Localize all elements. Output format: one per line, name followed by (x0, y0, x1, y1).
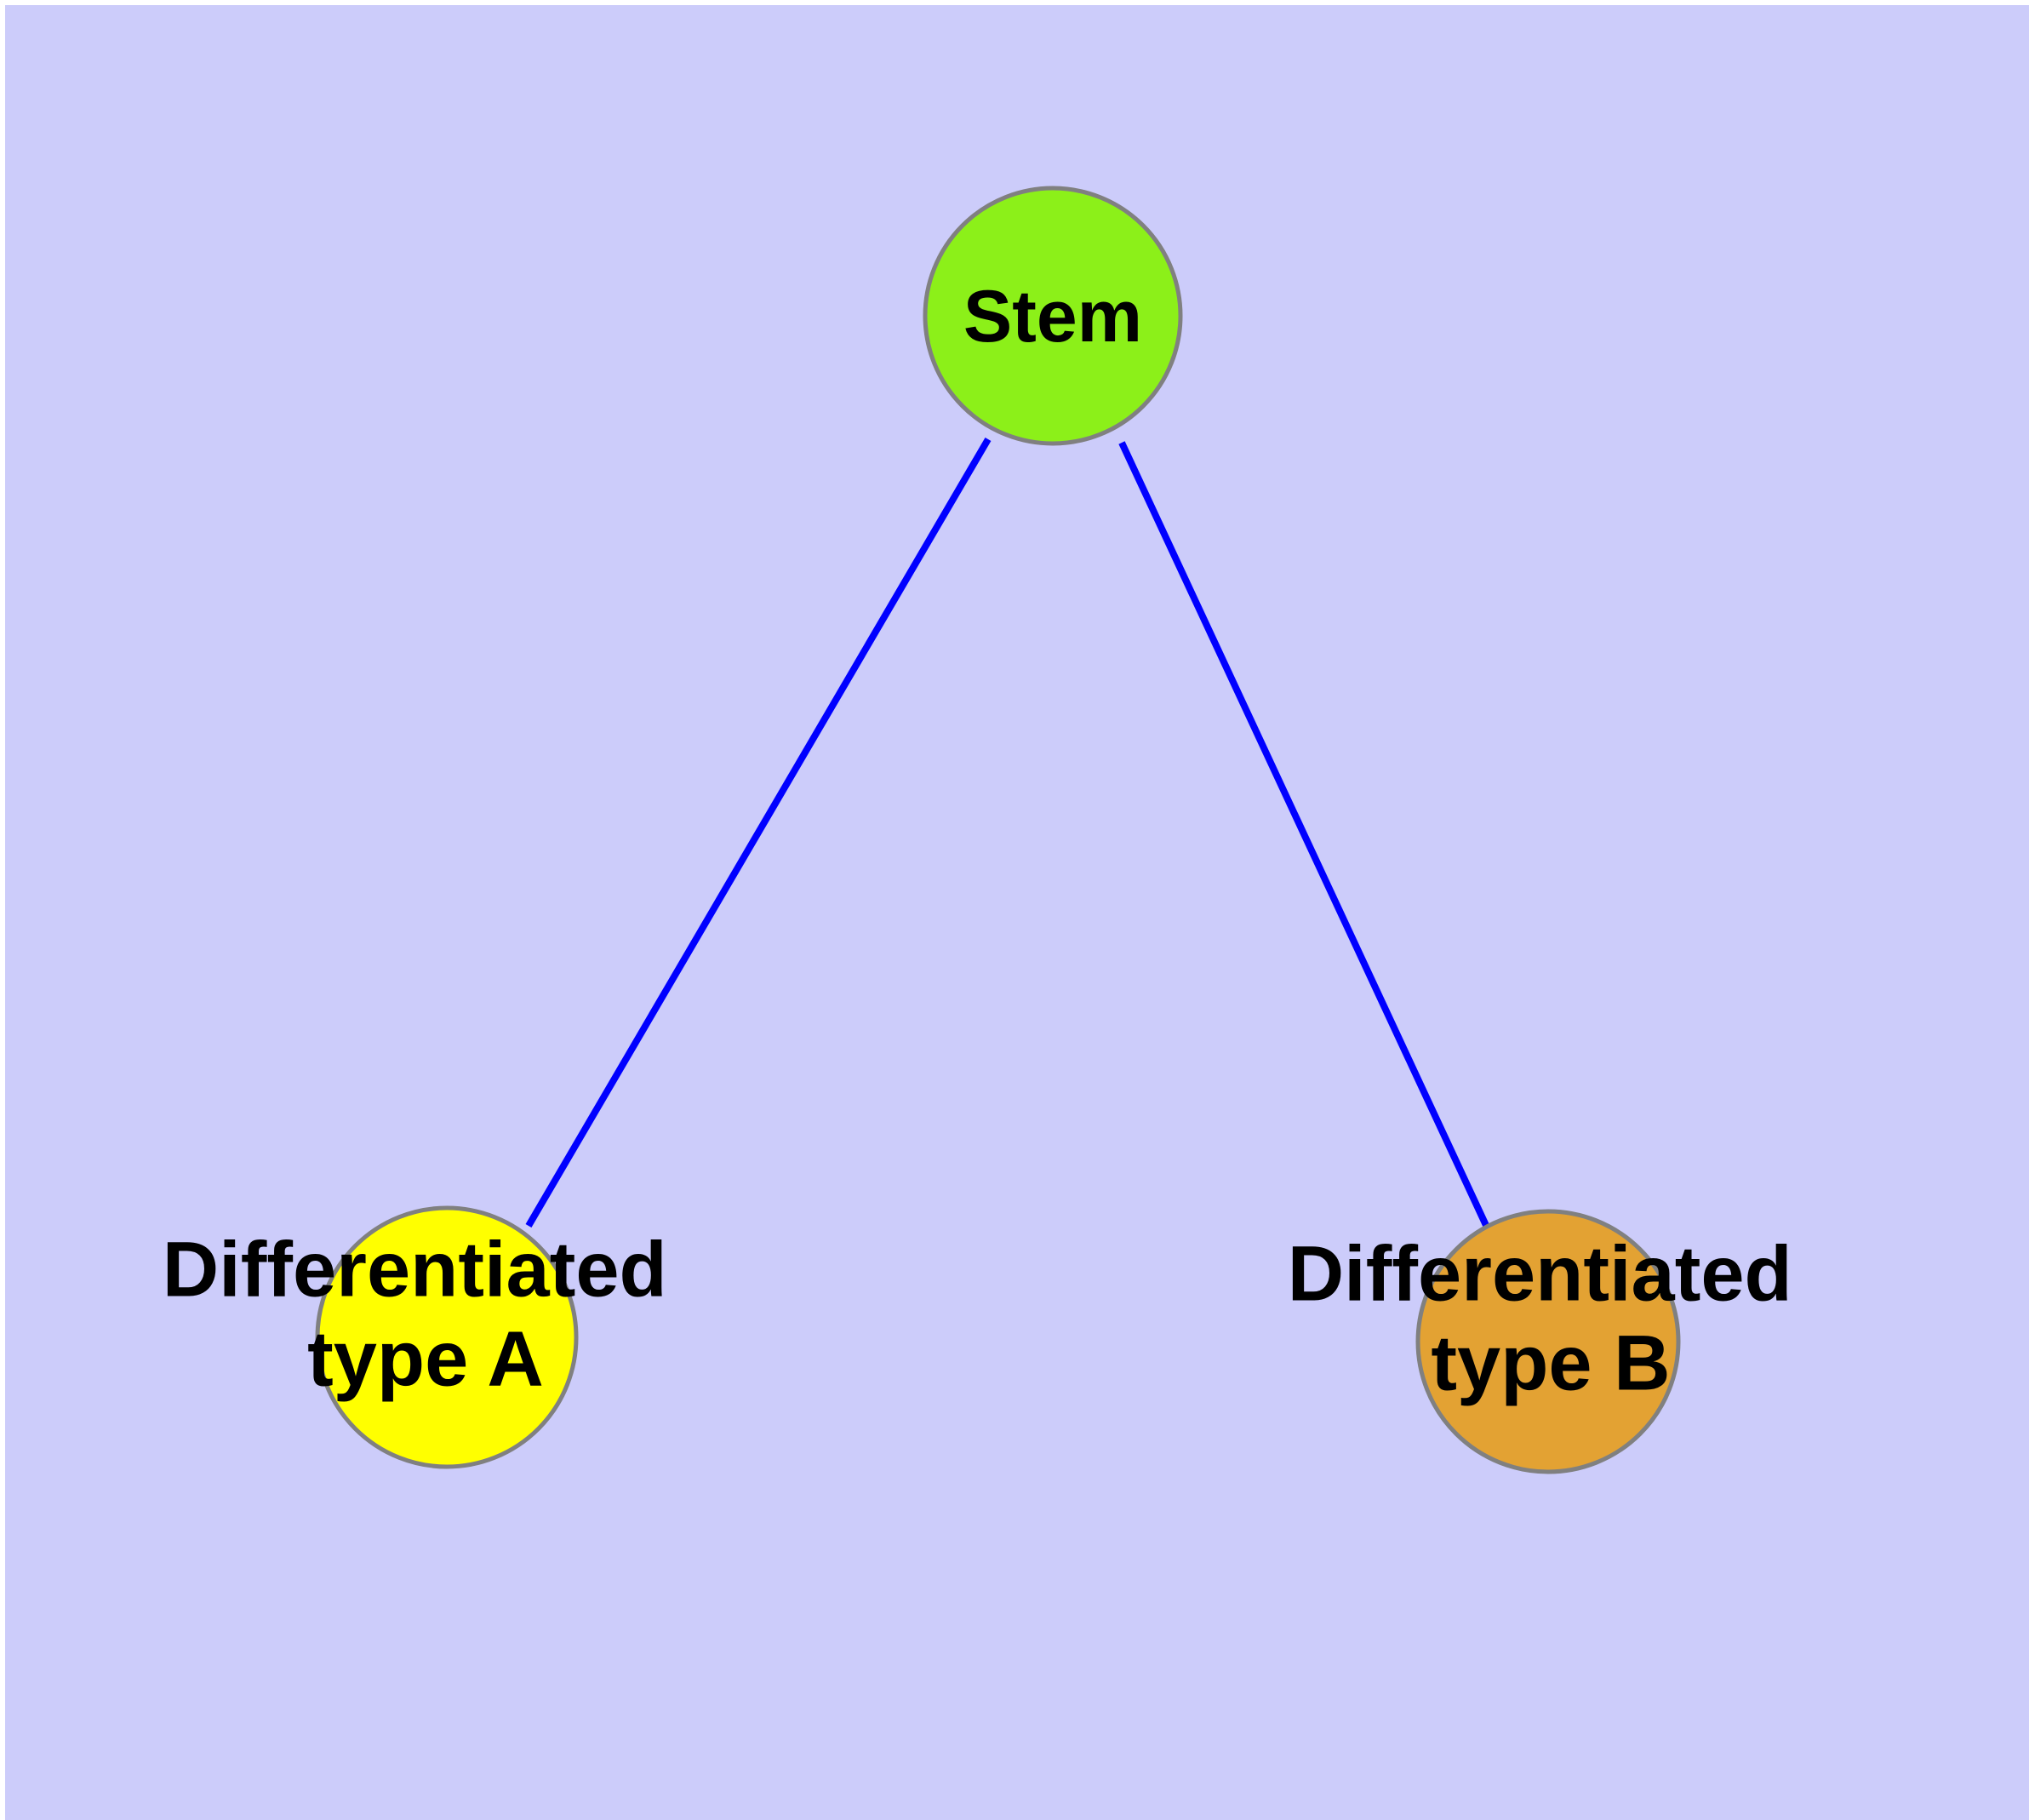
node-diff-type-a-label-line1: Differentiated (163, 1227, 667, 1313)
node-stem[interactable]: Stem (923, 186, 1183, 446)
node-group: Stem (315, 186, 1681, 1474)
node-diff-type-a[interactable] (315, 1205, 579, 1469)
edge-stem-to-type-b[interactable] (1118, 441, 1493, 1234)
node-stem-circle[interactable] (923, 186, 1183, 446)
edge-stem-to-type-a[interactable] (525, 437, 992, 1228)
node-diff-type-b-label: Differentiated type B (1288, 1231, 1815, 1407)
node-label-group: Differentiated type A Differentiated typ… (163, 1227, 1815, 1407)
node-stem-label: Stem (963, 276, 1142, 358)
node-diff-type-a-label: Differentiated type A (163, 1227, 689, 1403)
node-diff-type-a-circle[interactable] (315, 1205, 579, 1469)
node-diff-type-b[interactable] (1415, 1209, 1681, 1474)
node-diff-type-b-label-line2: type B (1431, 1320, 1670, 1407)
node-diff-type-b-label-line1: Differentiated (1288, 1231, 1792, 1318)
node-diff-type-b-circle[interactable] (1415, 1209, 1681, 1474)
node-diff-type-a-label-line2: type A (307, 1316, 544, 1403)
edge-group (525, 437, 1493, 1234)
